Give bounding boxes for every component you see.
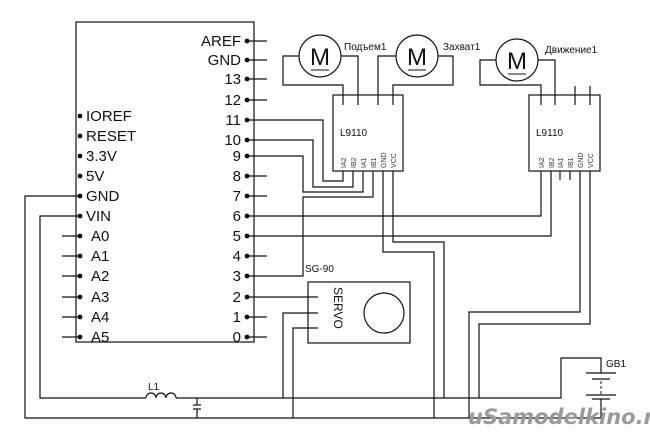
- pin-A5: A5: [62, 329, 109, 346]
- pin-A2: A2: [62, 268, 109, 285]
- pin-3.3V: 3.3V: [77, 148, 117, 165]
- pin-label: 4: [233, 248, 241, 265]
- driver-pin-label: IB2: [549, 157, 556, 168]
- pin-label: A4: [91, 309, 109, 326]
- driver-pin-label: IA1: [558, 157, 565, 168]
- servo-sg90: SG-90 SERVO: [305, 264, 411, 344]
- servo-body-text: SERVO: [331, 287, 345, 329]
- pin-label: IOREF: [86, 108, 132, 125]
- pin-label: 5: [233, 228, 241, 245]
- pin-AREF: AREF: [201, 33, 267, 50]
- pin-label: 3: [233, 268, 241, 285]
- pin-label: 6: [233, 208, 241, 225]
- pin-label: 12: [224, 92, 241, 109]
- pin-10: 10: [224, 132, 250, 149]
- pin-VIN: VIN: [77, 208, 111, 225]
- pin-IOREF: IOREF: [77, 108, 132, 125]
- driver-pin-label: IB1: [371, 157, 378, 168]
- driver-pin-label: VCC: [588, 153, 595, 168]
- pin-label: A0: [91, 228, 109, 245]
- pin-4: 4: [233, 248, 267, 265]
- pin-label: 8: [233, 168, 241, 185]
- motor-label: Захват1: [443, 42, 481, 53]
- pin-label: 2: [233, 289, 241, 306]
- driver-pin-label: VCC: [391, 153, 398, 168]
- pin-label: 9: [233, 148, 241, 165]
- pin-12: 12: [224, 92, 267, 109]
- driver-pin-label: IB2: [351, 157, 358, 168]
- pin-dot: [77, 133, 83, 139]
- pin-label: GND: [208, 52, 242, 69]
- motor-label: Движение1: [545, 45, 598, 56]
- pin-6: 6: [233, 208, 250, 225]
- watermark: uSamodelkino.ru: [468, 405, 650, 429]
- driver-label: L9110: [536, 128, 564, 139]
- pin-label: RESET: [86, 128, 136, 145]
- pin-A0: A0: [62, 228, 109, 245]
- pin-label: A3: [91, 289, 109, 306]
- pin-RESET: RESET: [77, 128, 136, 145]
- pin-dot: [77, 153, 83, 159]
- pin-3: 3: [233, 268, 250, 285]
- pin-label: 0: [233, 329, 241, 346]
- driver-pin-label: IB1: [568, 157, 575, 168]
- pin-5: 5: [233, 228, 250, 245]
- wires: [24, 119, 602, 419]
- inductor-l1: L1: [145, 382, 177, 399]
- driver-pin-label: IA2: [341, 157, 348, 168]
- pin-label: AREF: [201, 33, 241, 50]
- pin-A3: A3: [62, 289, 109, 306]
- motor-symbol: M: [507, 48, 527, 75]
- pin-8: 8: [233, 168, 267, 185]
- pin-label: VIN: [86, 208, 111, 225]
- driver-pin-label: IA1: [361, 157, 368, 168]
- arduino-board: [75, 21, 255, 343]
- driver-pin-label: GND: [578, 152, 585, 168]
- pin-dot: [77, 173, 83, 179]
- pin-7: 7: [233, 188, 267, 205]
- pin-label: 13: [224, 71, 241, 88]
- pin-13: 13: [224, 71, 267, 88]
- pin-label: 5V: [86, 168, 104, 185]
- driver-label: L9110: [340, 128, 368, 139]
- pin-label: A1: [91, 248, 109, 265]
- pin-label: 10: [224, 132, 241, 149]
- driver-pin-label: IA2: [539, 157, 546, 168]
- servo-label: SG-90: [305, 264, 334, 275]
- motor-label: Подъем1: [344, 42, 387, 53]
- pin-GND: GND: [208, 52, 267, 69]
- capacitor: [193, 398, 201, 418]
- pin-11: 11: [225, 112, 250, 129]
- pin-5V: 5V: [77, 168, 104, 185]
- pin-label: 1: [233, 309, 241, 326]
- pin-dot: [77, 113, 83, 119]
- pin-label: 7: [233, 188, 241, 205]
- pin-1: 1: [233, 309, 267, 326]
- driver-pin-label: GND: [381, 152, 388, 168]
- pin-A4: A4: [62, 309, 109, 326]
- motor-symbol: M: [407, 44, 427, 71]
- pin-A1: A1: [62, 248, 109, 265]
- pin-label: A2: [91, 268, 109, 285]
- pin-9: 9: [233, 148, 250, 165]
- inductor-label: L1: [148, 382, 160, 393]
- battery-gb1: GB1: [586, 359, 626, 400]
- motor-1: M Подъем1: [282, 34, 387, 105]
- pin-label: A5: [91, 329, 109, 346]
- battery-label: GB1: [606, 359, 626, 370]
- motor-2: M Захват1: [377, 34, 481, 105]
- motor-symbol: M: [310, 44, 330, 71]
- pin-label: 3.3V: [86, 148, 117, 165]
- pin-GND: GND: [77, 188, 120, 205]
- pin-2: 2: [233, 289, 250, 306]
- pin-label: GND: [86, 188, 120, 205]
- pin-0: 0: [233, 329, 267, 346]
- pin-label: 11: [225, 112, 241, 129]
